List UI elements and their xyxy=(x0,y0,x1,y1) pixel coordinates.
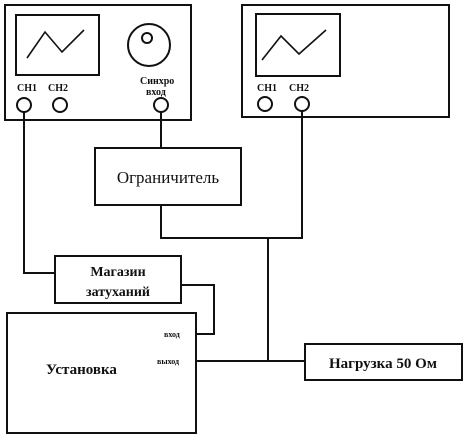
installation-input-label: вход xyxy=(164,330,180,339)
sync-knob-center-icon xyxy=(141,32,153,44)
installation-output-label: выход xyxy=(157,357,179,366)
sync-knob-icon xyxy=(127,23,171,67)
oscilloscope-left-screen xyxy=(15,14,100,76)
wire-attenuator-to-input xyxy=(181,284,215,335)
left-ch2-label: CH2 xyxy=(48,83,68,94)
waveform-icon xyxy=(26,29,85,59)
right-ch1-label: CH1 xyxy=(257,83,277,94)
right-ch2-connector[interactable] xyxy=(294,96,310,112)
load-label: Нагрузка 50 Ом xyxy=(329,356,437,372)
wires xyxy=(23,111,305,362)
right-ch2-label: CH2 xyxy=(289,83,309,94)
limiter-label: Ограничитель xyxy=(117,168,220,187)
attenuator-box xyxy=(54,255,182,304)
limiter-block: Ограничитель xyxy=(94,147,242,206)
attenuator-label-line2: затуханий xyxy=(86,285,150,300)
sync-input-label-line2: вход xyxy=(146,87,166,98)
left-ch2-connector[interactable] xyxy=(52,97,68,113)
sync-input-label-line1: Синхро xyxy=(140,76,174,87)
waveform-icon xyxy=(261,29,327,61)
wire-limiter-to-ch2 xyxy=(160,111,303,239)
installation-label: Установка xyxy=(46,362,117,378)
oscilloscope-right: CH1 CH2 xyxy=(241,4,450,118)
oscilloscope-left: CH1 CH2 Синхро вход xyxy=(4,4,192,121)
sync-input-connector[interactable] xyxy=(153,97,169,113)
limiter-box xyxy=(94,147,242,206)
wire-ch1-to-attenuator xyxy=(23,112,55,274)
attenuator-block: Магазин затуханий xyxy=(54,255,182,304)
load-box xyxy=(304,343,463,381)
left-ch1-connector[interactable] xyxy=(16,97,32,113)
load-block: Нагрузка 50 Ом xyxy=(304,343,463,381)
attenuator-label-line1: Магазин xyxy=(90,265,145,280)
oscilloscope-right-screen xyxy=(255,13,341,77)
right-ch1-connector[interactable] xyxy=(257,96,273,112)
installation-box xyxy=(6,312,197,434)
installation-block: Установка вход выход xyxy=(6,312,197,434)
left-ch1-label: CH1 xyxy=(17,83,37,94)
